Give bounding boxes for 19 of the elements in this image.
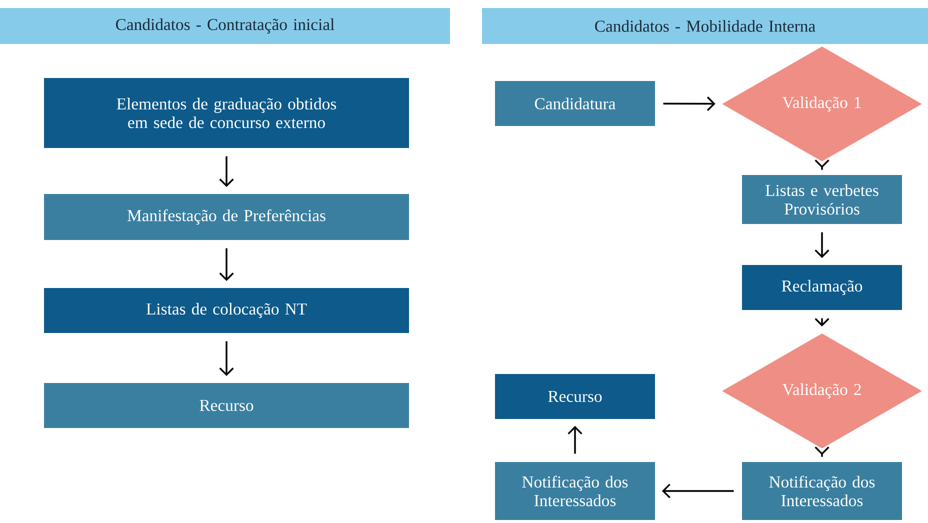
arrow [219,248,234,282]
process-box: Listas de colocação NT [44,288,410,333]
process-box: Notificação dos Interessados [742,462,902,520]
process-box: Manifestação de Preferências [44,194,410,240]
arrow [663,96,716,112]
arrow [662,484,734,498]
process-box: Reclamação [742,265,902,310]
arrow [568,426,582,454]
process-box: Notificação dos Interessados [495,462,655,520]
arrow [219,341,234,376]
arrow [814,232,830,258]
arrow [219,156,234,188]
column-header: Candidatos - Contratação inicial [0,8,450,44]
process-box: Recurso [44,383,410,428]
process-box: Listas e verbetes Provisórios [742,175,902,224]
process-box: Elementos de graduação obtidos em sede de concurso externo [44,78,410,148]
process-box: Candidatura [495,81,655,126]
process-box: Recurso [495,374,655,419]
column-header: Candidatos - Mobilidade Interna [482,8,928,44]
